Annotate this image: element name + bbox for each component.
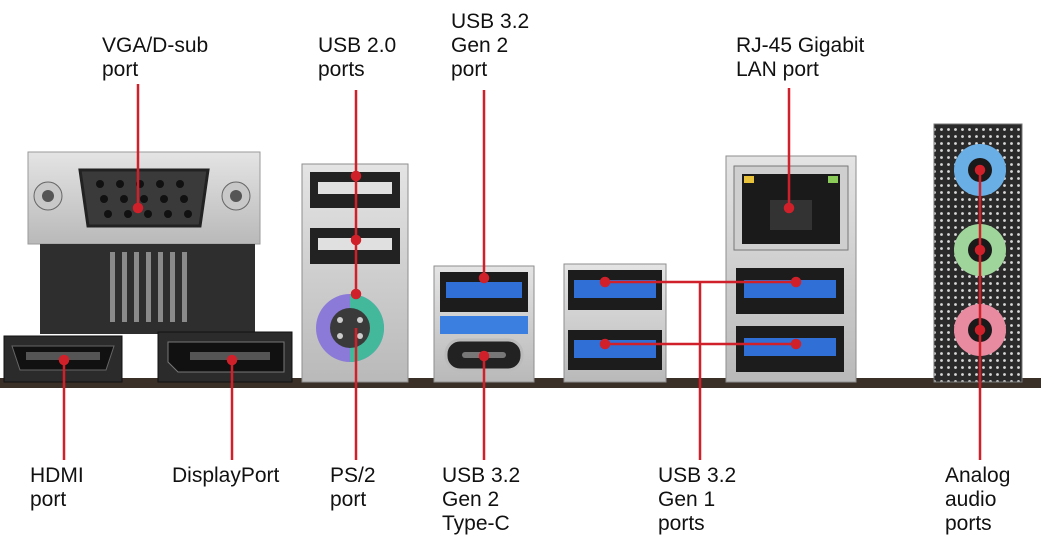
label-usb32-gen2-port: USB 3.2 Gen 2 port (451, 10, 530, 81)
label-rj45-port: RJ-45 Gigabit LAN port (736, 34, 865, 81)
leader-lines (58, 84, 986, 460)
label-audio-ports: Analog audio ports (945, 464, 1011, 535)
label-displayport: DisplayPort (172, 464, 280, 487)
rj45-usb-stack (725, 155, 857, 383)
board-edge (0, 378, 1041, 388)
vga-port (27, 151, 261, 334)
label-ps2-port: PS/2 port (330, 464, 376, 511)
label-usb20-ports: USB 2.0 ports (318, 34, 397, 81)
usb32-gen1-stack (563, 263, 667, 383)
label-usb32-gen2-typec: USB 3.2 Gen 2 Type-C (442, 464, 521, 535)
label-usb32-gen1-ports: USB 3.2 Gen 1 ports (658, 464, 737, 535)
label-vga-port: VGA/D-sub port (102, 34, 209, 81)
label-hdmi-port: HDMI port (30, 464, 84, 511)
displayport-port (157, 331, 293, 383)
